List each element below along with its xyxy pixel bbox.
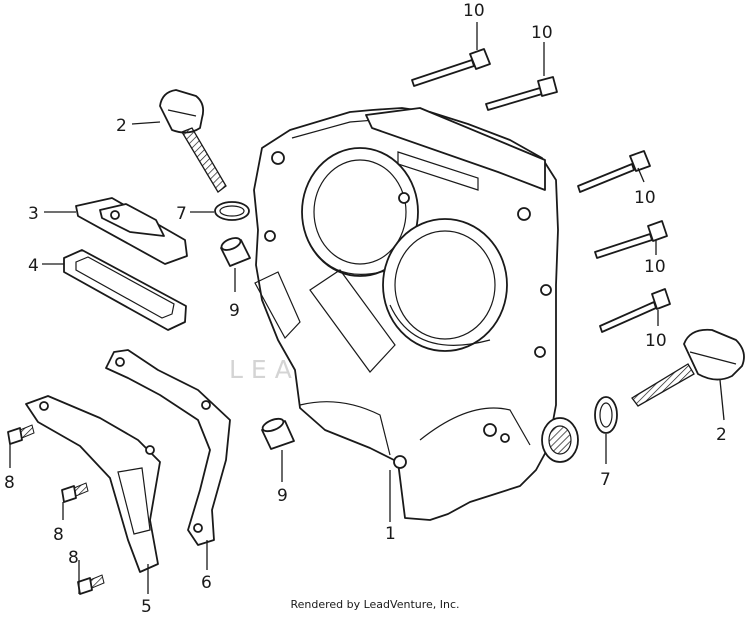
callout-bolt-right-3: 10 bbox=[645, 331, 667, 351]
flange-bolt-part-10-c bbox=[577, 150, 651, 193]
guard-bracket-part-5 bbox=[25, 395, 161, 573]
callout-case-cover: 1 bbox=[385, 524, 396, 544]
callout-dipstick-left: 2 bbox=[116, 116, 127, 136]
cover-gasket-part-4 bbox=[63, 249, 187, 331]
callout-bolt-right-1: 10 bbox=[634, 188, 656, 208]
dowel-pin-part-9-lower bbox=[261, 417, 295, 450]
leader-lines bbox=[9, 22, 725, 594]
callout-o-ring-left: 7 bbox=[176, 204, 187, 224]
callout-guard: 5 bbox=[141, 597, 152, 617]
callout-bolt-top-left: 10 bbox=[463, 1, 485, 21]
dowel-pin-part-9-upper bbox=[220, 237, 251, 267]
callout-cover-plate: 3 bbox=[28, 204, 39, 224]
gasket-part-6 bbox=[105, 349, 231, 546]
oil-dipstick-part-2-right bbox=[631, 328, 745, 407]
o-ring-part-7-left bbox=[214, 201, 250, 221]
screw-part-8-c bbox=[77, 574, 105, 595]
callout-o-ring-right: 7 bbox=[600, 470, 611, 490]
callout-gasket: 6 bbox=[201, 573, 212, 593]
rendered-by-footer: Rendered by LeadVenture, Inc. bbox=[290, 598, 460, 611]
callout-bolt-top-right: 10 bbox=[531, 23, 553, 43]
callout-dowel-upper: 9 bbox=[229, 301, 240, 321]
callout-dowel-lower: 9 bbox=[277, 486, 288, 506]
flange-bolt-part-10-b bbox=[485, 76, 558, 111]
callout-screw-a: 8 bbox=[4, 473, 15, 493]
callout-screw-b: 8 bbox=[53, 525, 64, 545]
screw-part-8-b bbox=[61, 482, 89, 503]
callout-screw-c: 8 bbox=[68, 548, 79, 568]
o-ring-part-7-right bbox=[594, 396, 618, 434]
callout-cover-gasket: 4 bbox=[28, 256, 39, 276]
callout-dipstick-right: 2 bbox=[716, 425, 727, 445]
crankcase-cover-part-1 bbox=[253, 107, 579, 521]
screw-part-8-a bbox=[7, 424, 35, 445]
callout-bolt-right-2: 10 bbox=[644, 257, 666, 277]
flange-bolt-part-10-a bbox=[411, 48, 491, 87]
oil-dipstick-part-2-left bbox=[159, 89, 227, 193]
flange-bolt-part-10-e bbox=[599, 288, 671, 333]
cover-plate-part-3 bbox=[75, 197, 188, 265]
flange-bolt-part-10-d bbox=[594, 220, 668, 259]
